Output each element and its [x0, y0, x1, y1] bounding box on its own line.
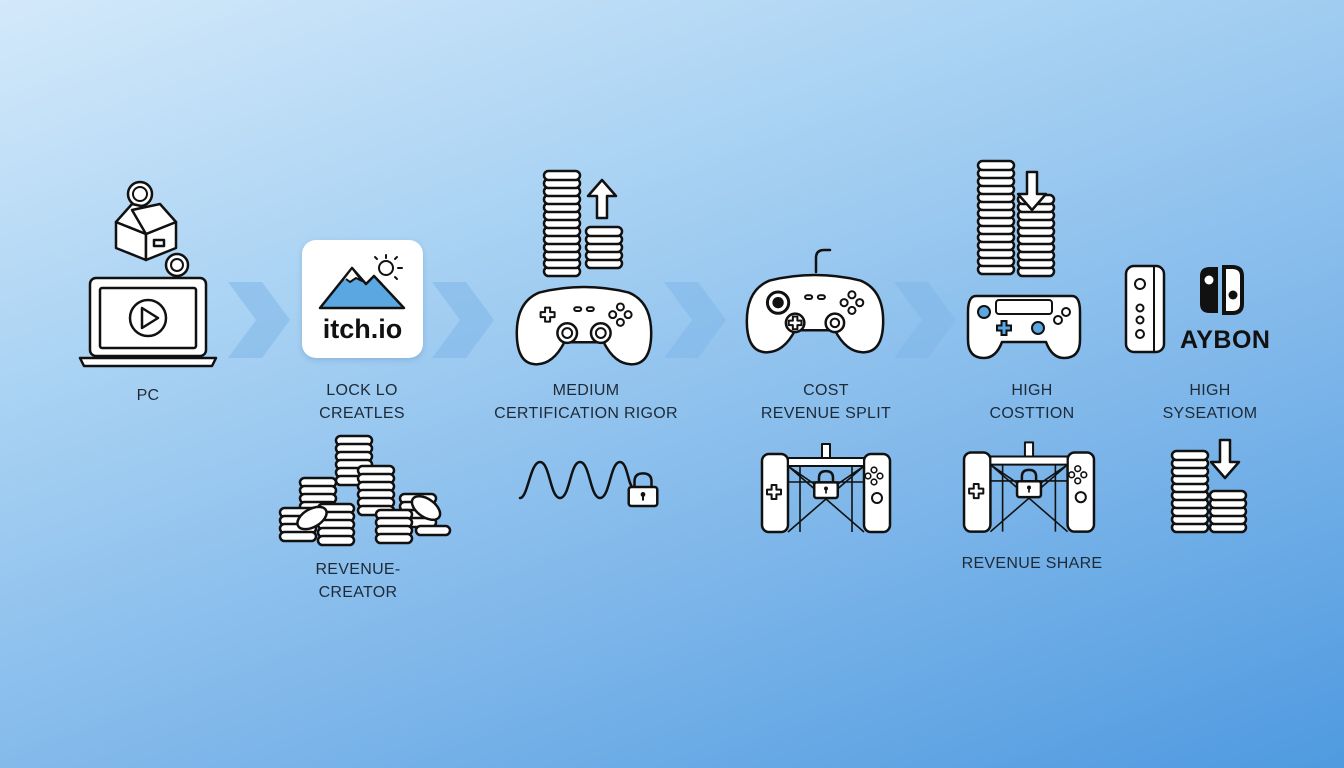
gamepad-icon	[744, 264, 886, 356]
label-line: CREATLES	[319, 405, 405, 422]
stage-sub-label: REVENUE SHARE	[962, 556, 1103, 572]
flow-arrow-4	[894, 282, 956, 358]
label-line: REVENUE SHARE	[961, 555, 1103, 572]
label-line: LOCK LO	[326, 382, 398, 399]
coin-stack-icon	[1206, 486, 1250, 536]
itch-logo-icon: itch.io	[302, 240, 423, 358]
coin-stack-icon	[1014, 218, 1058, 280]
label-line: HIGH	[1189, 382, 1231, 399]
nintendo-switch-logo-icon	[1200, 264, 1246, 316]
gamepad-icon	[966, 290, 1082, 360]
stage-label: HIGH SYSEATIOM	[1163, 383, 1258, 422]
coin-stack-icon	[582, 224, 626, 272]
joycon-icon	[1124, 264, 1166, 354]
stage-label: COST REVENUE SPLIT	[761, 383, 891, 422]
controller-cable	[812, 244, 842, 274]
label-line: PC	[136, 387, 160, 404]
coin-stack-icon	[540, 200, 584, 280]
flow-arrow-1	[228, 282, 290, 358]
arrow-down-icon	[1208, 438, 1242, 480]
gamepad-icon	[514, 276, 654, 368]
label-line: CERTIFICATION RIGOR	[494, 405, 678, 422]
label-line: REVENUE-	[315, 561, 401, 578]
coin-stack-icon	[974, 192, 1018, 278]
arrow-down-icon	[1016, 170, 1048, 212]
laptop-icon	[78, 276, 218, 370]
flow-arrow-3	[664, 282, 726, 358]
arrow-up-icon	[586, 178, 618, 220]
stage-label: LOCK LO CREATLES	[319, 383, 405, 422]
locked-console-icon	[760, 442, 892, 534]
flow-arrow-2	[432, 282, 494, 358]
logo-wordmark: itch.io	[322, 314, 403, 344]
label-line: REVENUE SPLIT	[760, 405, 892, 422]
coin-stack-icon	[1168, 442, 1212, 536]
brand-wordmark: AYBON	[1180, 326, 1271, 354]
stage-label: HIGH COSTTION	[989, 383, 1074, 422]
coin-icon	[126, 180, 154, 208]
stage-label: PC	[137, 388, 160, 404]
locked-console-icon	[962, 438, 1096, 536]
mountain-sun-graphic	[316, 254, 408, 310]
label-line: HIGH	[1011, 382, 1053, 399]
label-line: MEDIUM	[552, 382, 620, 399]
waveform-icon	[518, 458, 636, 504]
label-line: SYSEATIOM	[1162, 405, 1258, 422]
stage-label: MEDIUM CERTIFICATION RIGOR	[494, 383, 678, 422]
coin-stack-icon	[272, 432, 454, 546]
stage-sub-label: REVENUE- CREATOR	[315, 562, 400, 601]
label-line: COSTTION	[989, 405, 1075, 422]
label-line: CREATOR	[318, 584, 398, 601]
coin-icon	[164, 252, 190, 278]
package-icon	[108, 196, 184, 262]
padlock-icon	[624, 470, 662, 520]
label-line: COST	[803, 382, 849, 399]
